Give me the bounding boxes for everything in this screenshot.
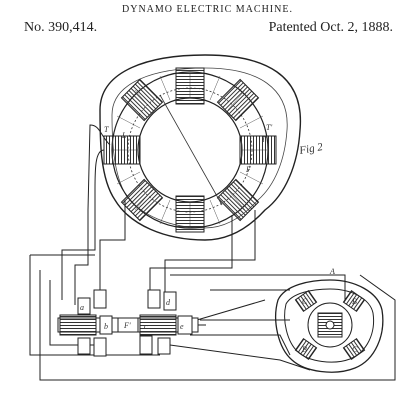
motor-pole-2 <box>342 289 366 313</box>
label-c-right: C <box>352 345 358 354</box>
motor-pole-4 <box>342 337 366 361</box>
coil-left <box>103 135 141 165</box>
motor-frame <box>275 279 384 373</box>
label-f: F <box>245 165 251 174</box>
label-l-right: I' <box>261 135 267 144</box>
label-t-right: T' <box>266 123 272 132</box>
coil-bottom <box>175 195 205 233</box>
label-f-prime: F' <box>123 321 131 330</box>
label-d-box: d <box>166 298 171 307</box>
patent-number: No. 390,414. <box>24 20 98 35</box>
label-c-left: C <box>302 297 308 306</box>
label-a-box: a <box>80 303 84 312</box>
motor-pole-3 <box>294 337 318 361</box>
coil-bottom-right <box>216 178 260 222</box>
field-coils <box>103 67 277 233</box>
dynamo-frame-outline <box>99 54 302 241</box>
label-e-box: e <box>180 322 184 331</box>
ring-diagonal <box>159 94 223 206</box>
coil-right <box>239 135 277 165</box>
label-a: A <box>329 267 335 276</box>
label-b-bottom: B <box>302 345 307 354</box>
patent-date: Patented Oct. 2, 1888. <box>268 20 393 35</box>
label-c-box: c <box>144 322 148 331</box>
fig-label: Fig 2 <box>297 141 324 157</box>
label-t-left: T <box>104 125 109 134</box>
coil-bottom-left <box>120 178 164 222</box>
label-l-left: L <box>121 131 127 140</box>
coil-top-right <box>216 78 260 122</box>
commutator-assembly <box>57 289 206 357</box>
page-title: DYNAMO ELECTRIC MACHINE. <box>122 4 293 15</box>
label-b-top: B <box>352 297 357 306</box>
coil-top <box>175 67 205 105</box>
coil-top-left <box>120 78 164 122</box>
label-b-box: b <box>104 322 108 331</box>
ring-inner <box>137 97 243 203</box>
motor-pole-1 <box>294 289 318 313</box>
motor-a <box>275 279 384 373</box>
